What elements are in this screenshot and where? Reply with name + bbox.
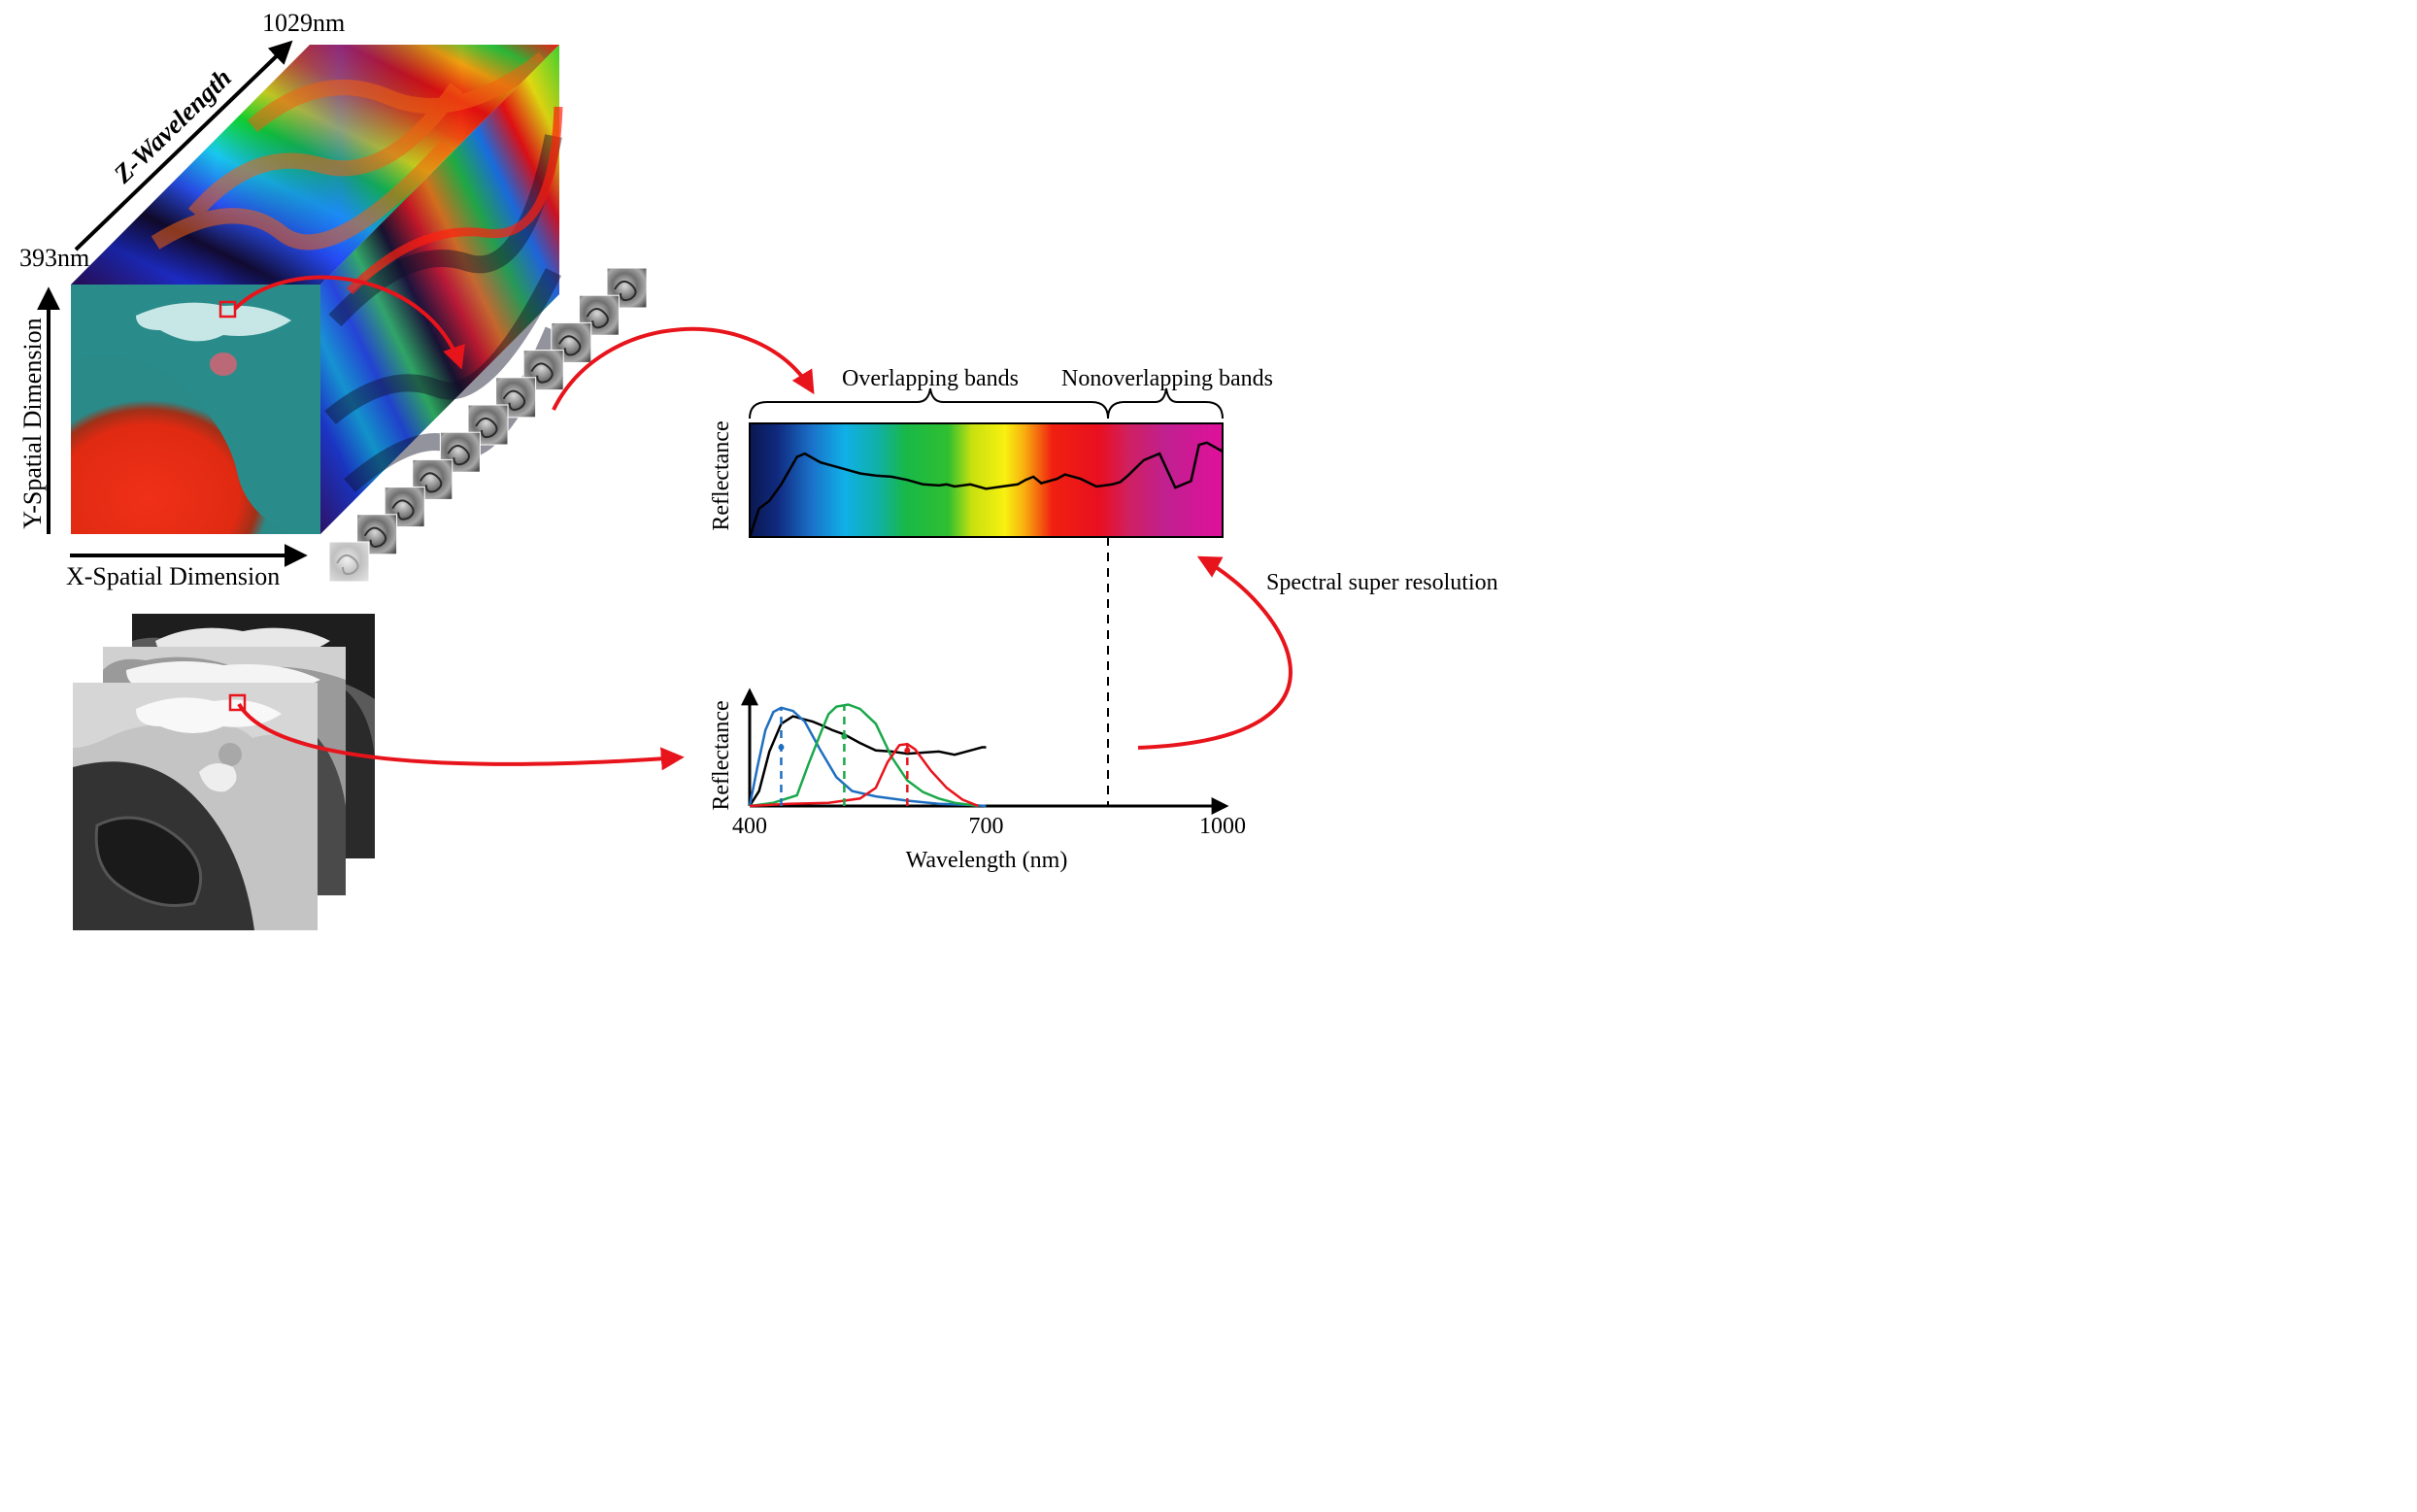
cube-side-face-shade: [320, 45, 559, 534]
series-line-1: [748, 706, 987, 808]
front-red-region: [71, 354, 291, 534]
x-tick-label: 700: [969, 814, 1004, 839]
front-flower: [210, 353, 237, 376]
top-spectrum-line: [748, 441, 1224, 538]
rgb-response-chart: Reflectance Wavelength (nm) 400 700 1000: [709, 688, 1246, 873]
x-axis-label: X-Spatial Dimension: [66, 562, 280, 590]
rgb-pixel-to-chart-arrow: [237, 702, 685, 771]
spectrum-ylabel: Reflectance: [709, 420, 734, 530]
rgb-image-stack: [73, 614, 375, 930]
bands-to-spectrum-arrow: [552, 326, 815, 411]
overlapping-brace: [749, 387, 1109, 420]
z-axis-arrow: [74, 40, 293, 252]
band-patch: [356, 514, 398, 555]
spectrum-panel: Reflectance Overlapping bands Nonoverlap…: [709, 366, 1273, 538]
chart-xlabel: Wavelength (nm): [906, 848, 1068, 873]
x-tick-label: 1000: [1199, 814, 1246, 839]
peak-dot-1: [841, 733, 848, 740]
ssr-label: Spectral super resolution: [1266, 570, 1498, 595]
nonoverlapping-brace: [1107, 387, 1224, 420]
spectrum-band: [749, 422, 1224, 538]
chart-ylabel: Reflectance: [709, 700, 734, 810]
rgb-layer-front: [73, 683, 318, 930]
chart-ticks: 400 700 1000: [732, 814, 1246, 839]
pixel-to-bands-arrow: [233, 275, 465, 370]
band-patch: [328, 541, 370, 583]
chart-series: [748, 703, 987, 808]
ssr-arrow: [1137, 555, 1292, 750]
y-axis-label: Y-Spatial Dimension: [18, 318, 47, 528]
front-white-cloud: [136, 302, 291, 342]
series-line-3: [749, 742, 979, 808]
cube-top-texture: [151, 51, 549, 251]
rgb-pixel-marker: [228, 693, 247, 712]
cube-side-texture-2: [346, 106, 563, 295]
series-line-0: [748, 715, 987, 807]
peak-dot-2: [904, 747, 911, 754]
nonoverlapping-label: Nonoverlapping bands: [1061, 366, 1273, 391]
x-tick-label: 400: [732, 814, 767, 839]
front-pixel-marker: [218, 300, 237, 319]
chart-peak-markers: [778, 704, 911, 806]
band-patch: [578, 294, 620, 336]
z-end-label: 1029nm: [262, 9, 345, 37]
z-start-label: 393nm: [19, 244, 89, 272]
hyperspectral-cube: [71, 45, 563, 534]
band-patch: [522, 350, 564, 391]
band-patch-stack: [328, 267, 648, 583]
series-line-2: [749, 703, 979, 808]
peak-dot-0: [778, 744, 785, 751]
overlapping-label: Overlapping bands: [842, 366, 1019, 391]
